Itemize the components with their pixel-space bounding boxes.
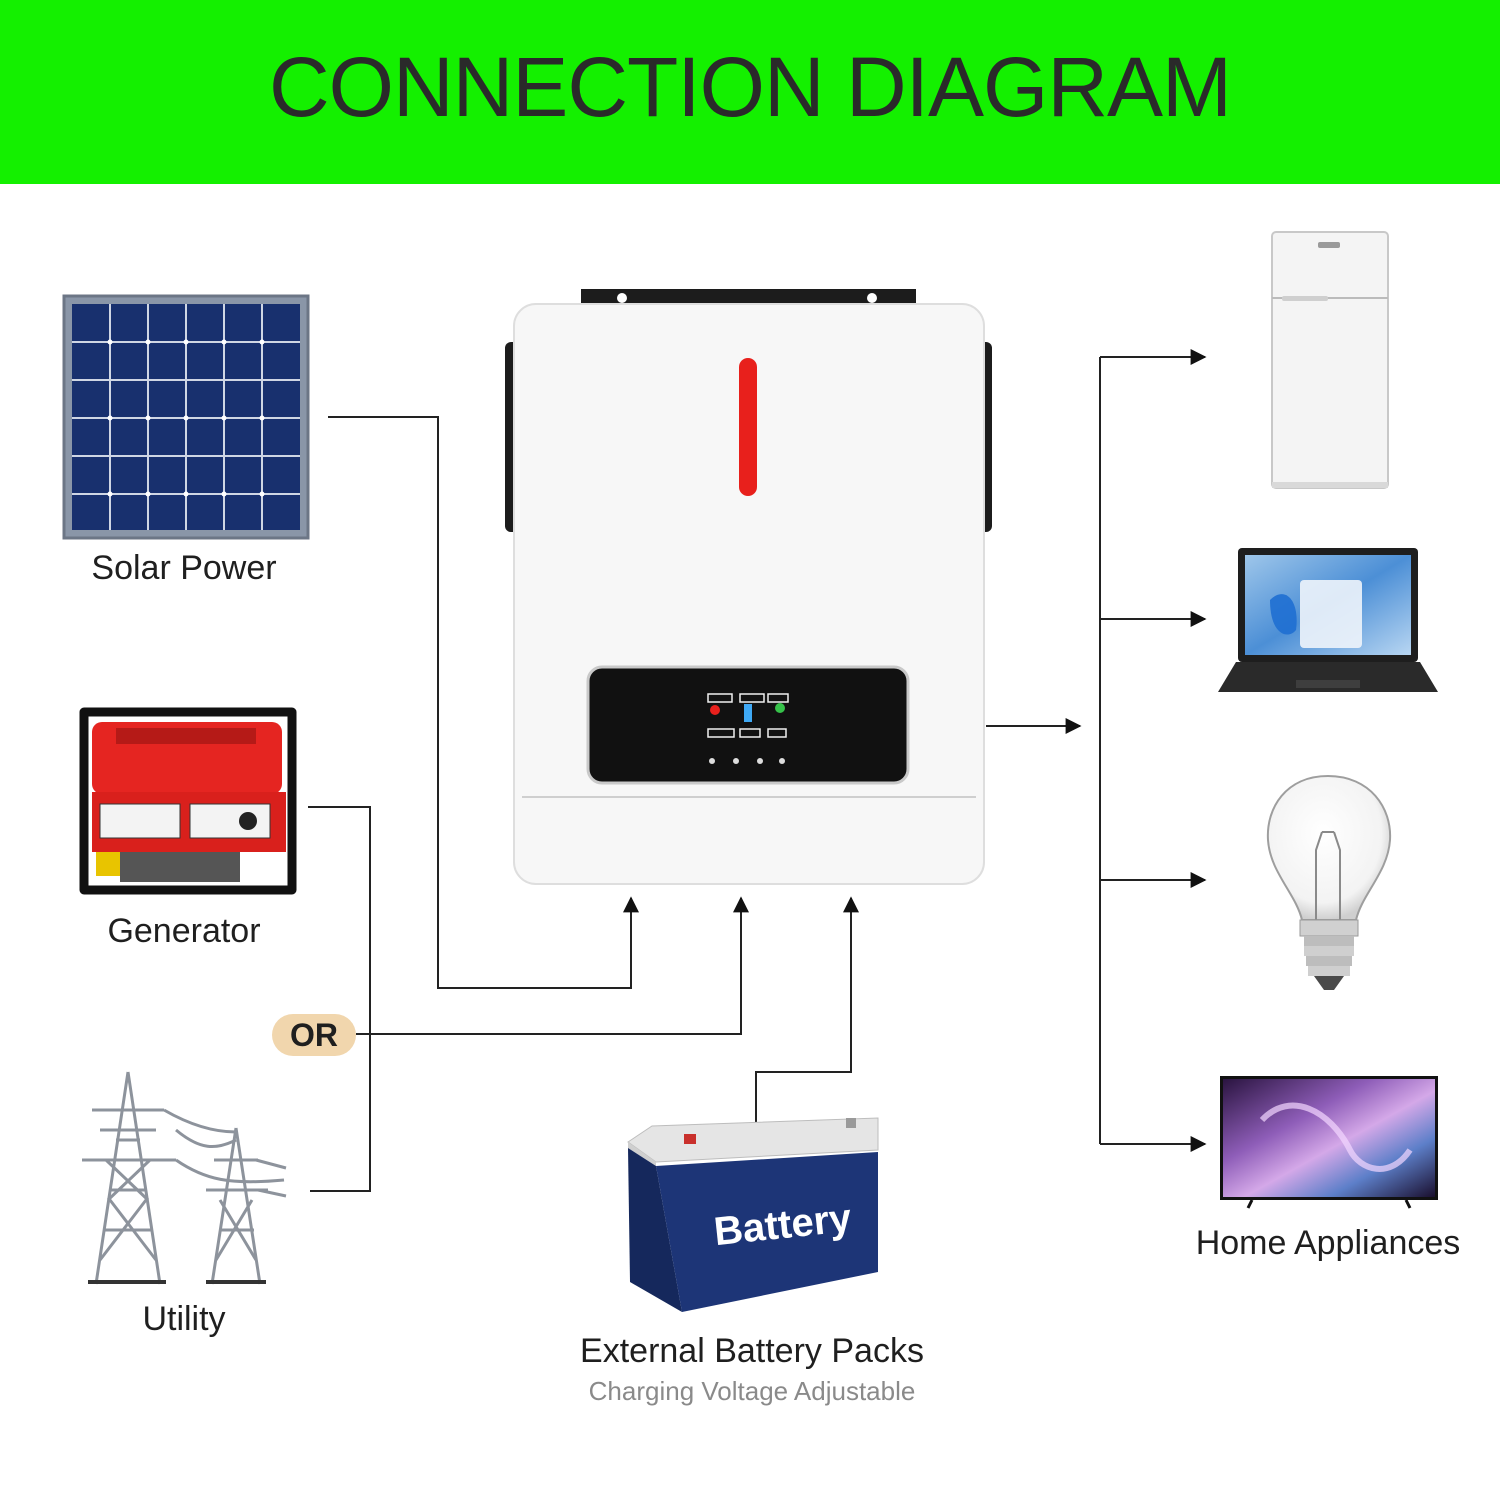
grid-line — [356, 896, 749, 1035]
laptop-icon — [1218, 548, 1438, 692]
solar-panel-icon — [62, 294, 310, 540]
refrigerator-icon — [1271, 231, 1389, 489]
home-appliances-label: Home Appliances — [1195, 1224, 1461, 1262]
header-banner: CONNECTION DIAGRAM — [0, 0, 1500, 184]
generator-label: Generator — [107, 912, 261, 950]
battery-packs-sublabel: Charging Voltage Adjustable — [588, 1376, 916, 1406]
battery-line — [755, 896, 859, 1132]
utility-label: Utility — [142, 1300, 226, 1338]
connection-lines — [308, 349, 1207, 1192]
television-icon — [1220, 1076, 1438, 1209]
power-tower-icon — [82, 1071, 287, 1285]
solar-line — [328, 416, 639, 989]
light-bulb-icon — [1266, 774, 1392, 990]
page-title: CONNECTION DIAGRAM — [268, 39, 1232, 134]
inverter-icon — [505, 289, 992, 885]
or-badge: OR — [272, 1014, 356, 1056]
generator-icon — [79, 707, 297, 895]
battery-packs-label: External Battery Packs — [580, 1332, 924, 1370]
solar-label: Solar Power — [91, 549, 277, 587]
generator-line — [308, 806, 371, 1192]
inverter-led — [739, 358, 757, 496]
battery-icon: Battery — [627, 1117, 879, 1312]
